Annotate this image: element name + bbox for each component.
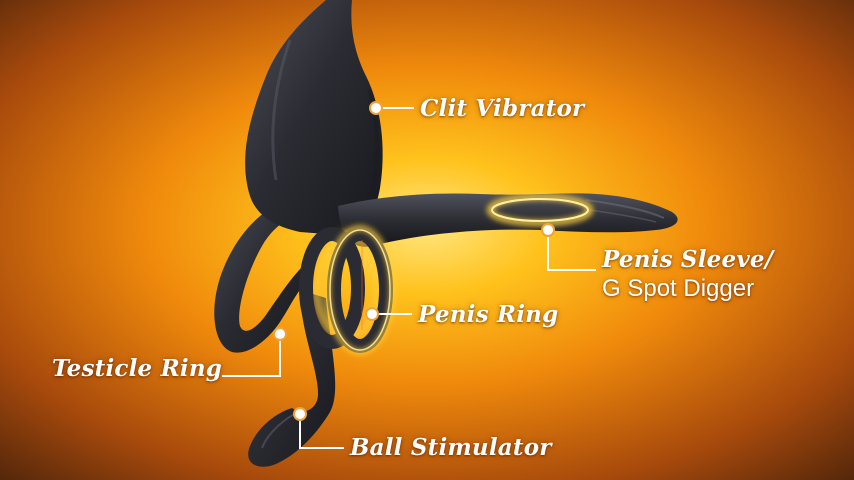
clit-vibrator-label: Clit Vibrator (420, 95, 585, 122)
testicle-ring-shape (214, 196, 312, 353)
g-spot-digger-label: G Spot Digger (602, 275, 755, 302)
leader-lines (222, 107, 596, 449)
penis-ring-shape (299, 225, 395, 355)
ball-stimulator-label: Ball Stimulator (350, 434, 552, 461)
testicle-ring-label: Testicle Ring (52, 355, 223, 382)
penis-sleeve-label: Penis Sleeve/ (602, 246, 774, 273)
leader-dots (273, 101, 555, 421)
penis-ring-label: Penis Ring (418, 301, 559, 328)
penis-sleeve-shape (338, 193, 678, 247)
